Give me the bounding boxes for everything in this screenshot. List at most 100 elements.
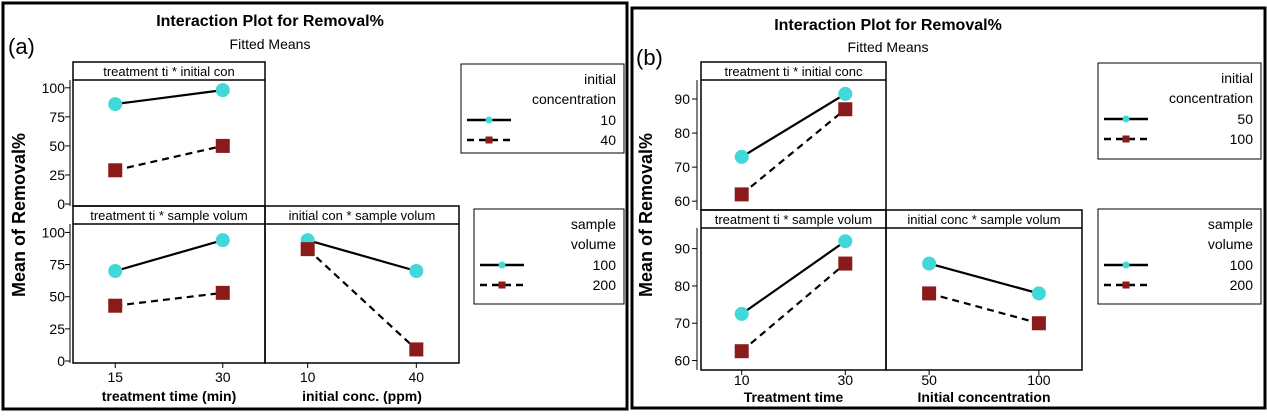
x-tick-label: 50 xyxy=(921,372,937,388)
legend-marker-circle xyxy=(1122,261,1130,269)
legend-box xyxy=(1097,62,1262,160)
legend-marker-square xyxy=(498,281,506,289)
data-point-200 xyxy=(734,344,749,359)
cell-border xyxy=(700,209,887,371)
legend-title: concentration xyxy=(532,91,616,107)
legend-marker-circle xyxy=(1122,115,1130,123)
data-point-100 xyxy=(838,234,853,249)
y-tick-label: 80 xyxy=(674,278,690,294)
data-point-100 xyxy=(734,306,749,321)
strip-label: initial conc * sample volum xyxy=(907,212,1060,227)
legend-entry-label: 200 xyxy=(1230,277,1254,293)
panel-frame xyxy=(630,6,1267,410)
legend-title: initial xyxy=(584,71,616,87)
chart-title: Interaction Plot for Removal% xyxy=(156,13,384,30)
panel-letter: (b) xyxy=(636,45,663,70)
data-point-40 xyxy=(215,138,230,153)
data-point-100 xyxy=(922,256,937,271)
series-line-200 xyxy=(740,262,847,353)
y-tick-label: 60 xyxy=(674,353,690,369)
series-line-200 xyxy=(115,291,223,307)
x-tick-label: 30 xyxy=(838,372,854,388)
series-line-10 xyxy=(115,89,223,106)
legend-title: sample xyxy=(571,216,616,232)
x-axis-label: Initial concentration xyxy=(917,389,1050,405)
legend-marker-square xyxy=(1122,135,1130,143)
cell-border xyxy=(264,205,460,364)
series-line-200 xyxy=(306,248,418,351)
legend-title: initial xyxy=(1221,70,1253,86)
data-point-50 xyxy=(838,86,853,101)
cell-border xyxy=(72,205,266,364)
data-point-50 xyxy=(734,149,749,164)
y-tick-label: 0 xyxy=(57,353,65,369)
data-point-200 xyxy=(215,285,230,300)
strip-label: treatment ti * initial con xyxy=(103,64,235,79)
legend-title: sample xyxy=(1208,216,1253,232)
y-tick-label: 60 xyxy=(674,193,690,209)
chart-subtitle: Fitted Means xyxy=(848,39,929,55)
y-tick-label: 70 xyxy=(674,315,690,331)
data-point-10 xyxy=(108,97,123,112)
legend-entry-label: 100 xyxy=(593,257,617,273)
data-point-200 xyxy=(108,298,123,313)
data-point-100 xyxy=(215,233,230,248)
cell-border xyxy=(885,209,1083,371)
chart-panel-b: (b) Interaction Plot for Removal% Fitted M… xyxy=(630,6,1267,410)
legend-initial-concentration: initial concentration 10 40 xyxy=(460,63,625,154)
data-point-10 xyxy=(215,83,230,98)
y-tick-label: 25 xyxy=(49,167,65,183)
x-axis-label: initial conc. (ppm) xyxy=(302,388,422,404)
series-line-40 xyxy=(114,144,224,172)
legend-sample-volume: sample volume 100 200 xyxy=(1097,208,1262,305)
y-tick-label: 75 xyxy=(49,109,65,125)
y-tick-label: 50 xyxy=(49,138,65,154)
y-tick-label: 50 xyxy=(49,289,65,305)
legend-title: concentration xyxy=(1169,90,1253,106)
series-line-100 xyxy=(114,239,224,273)
x-tick-label: 10 xyxy=(734,372,750,388)
strip-label: treatment ti * sample volum xyxy=(715,212,873,227)
data-point-40 xyxy=(108,163,123,178)
strip-label: treatment ti * sample volum xyxy=(90,208,248,223)
interaction-cell: treatment ti * initial conc xyxy=(700,61,887,211)
data-point-200 xyxy=(1031,316,1046,331)
panel-frame xyxy=(1,1,629,411)
legend-title: volume xyxy=(1208,236,1253,252)
series-line-100 xyxy=(741,108,846,196)
x-axis-label: treatment time (min) xyxy=(102,388,237,404)
x-tick-label: 100 xyxy=(1027,372,1051,388)
legend-entry-label: 50 xyxy=(1237,111,1253,127)
y-tick-label: 90 xyxy=(674,91,690,107)
data-point-100 xyxy=(108,264,123,278)
legend-marker-square xyxy=(485,136,493,144)
chart-title: Interaction Plot for Removal% xyxy=(774,17,1002,34)
chart-panel-a: (a) Interaction Plot for Removal% Fitted M… xyxy=(1,1,629,411)
data-point-200 xyxy=(838,256,853,271)
interaction-cell: treatment ti * sample volum xyxy=(72,205,266,364)
legend-marker-square xyxy=(1122,281,1130,289)
data-point-100 xyxy=(838,102,853,117)
interaction-cell: treatment ti * initial con xyxy=(72,61,266,207)
y-tick-label: 100 xyxy=(42,224,66,240)
y-tick-label: 75 xyxy=(49,257,65,273)
series-line-100 xyxy=(928,262,1040,295)
legend-entry-label: 100 xyxy=(1230,257,1254,273)
cell-border xyxy=(72,61,266,207)
y-axis-label: Mean of Removal% xyxy=(9,133,29,297)
legend-entry-label: 10 xyxy=(600,112,616,128)
series-line-200 xyxy=(928,292,1040,325)
y-tick-label: 0 xyxy=(57,196,65,212)
x-tick-label: 40 xyxy=(409,369,425,385)
legend-entry-label: 40 xyxy=(600,132,616,148)
data-point-100 xyxy=(734,187,749,202)
y-axis-label: Mean of Removal% xyxy=(636,133,656,297)
panel-letter: (a) xyxy=(8,34,35,59)
cell-border xyxy=(700,61,887,211)
data-point-200 xyxy=(300,242,315,257)
chart-subtitle: Fitted Means xyxy=(230,36,311,52)
data-point-200 xyxy=(409,342,424,357)
interaction-cell: initial conc * sample volum xyxy=(885,209,1083,371)
